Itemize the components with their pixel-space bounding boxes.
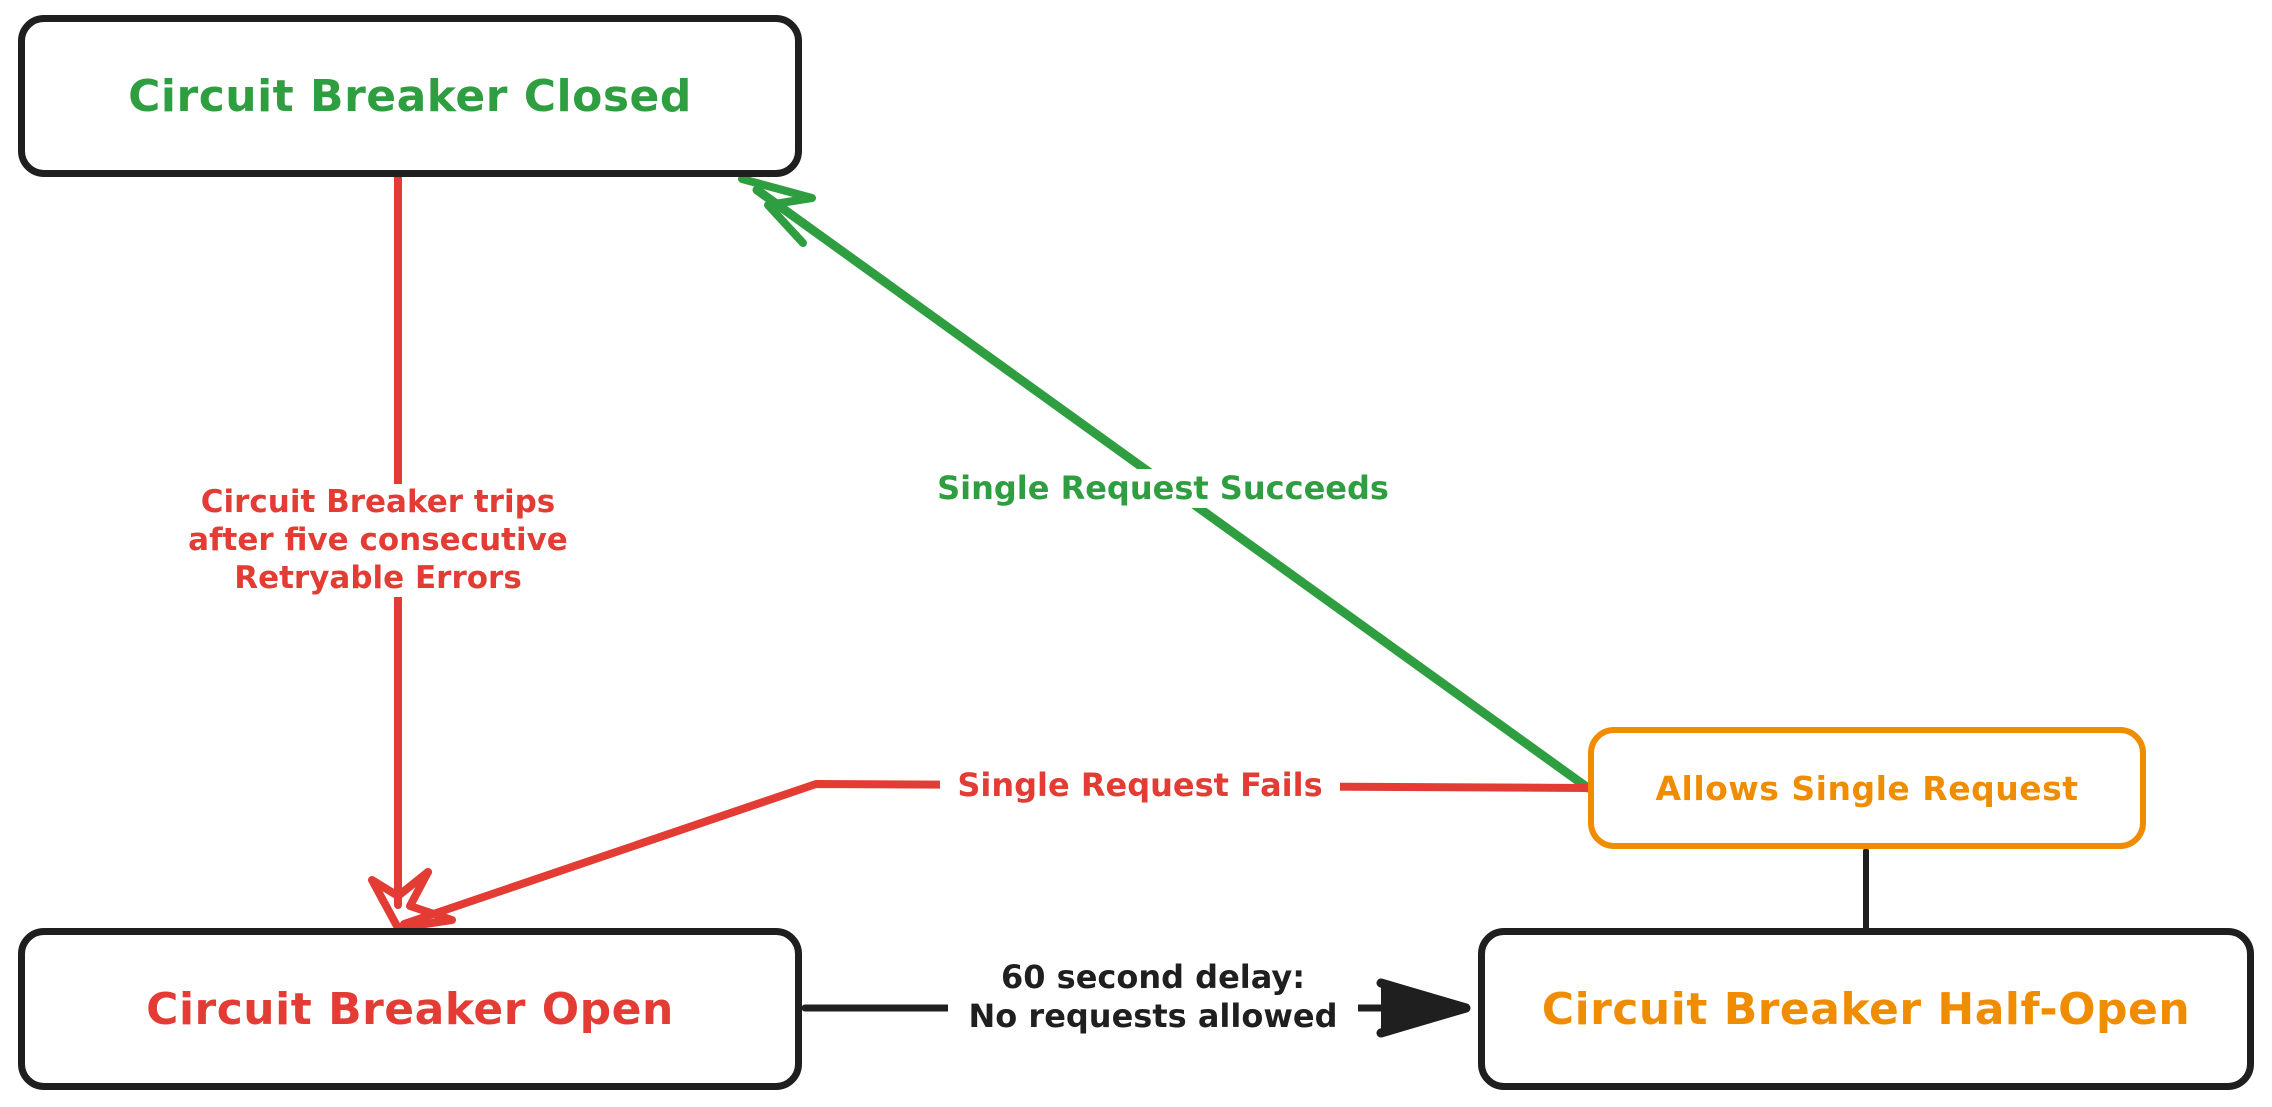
node-circuit-breaker-closed[interactable]: Circuit Breaker Closed (18, 15, 802, 177)
edge-label-line: No requests allowed (968, 997, 1338, 1036)
node-circuit-breaker-half-open[interactable]: Circuit Breaker Half-Open (1478, 928, 2254, 1090)
node-circuit-breaker-open[interactable]: Circuit Breaker Open (18, 928, 802, 1090)
edge-label-closed-to-open: Circuit Breaker trips after five consecu… (178, 484, 578, 598)
edge-label-line: Circuit Breaker trips (200, 484, 556, 520)
edge-label-line: Single Request Succeeds (937, 469, 1389, 507)
node-allows-single-request[interactable]: Allows Single Request (1588, 727, 2146, 849)
node-label-circuit-breaker-closed: Circuit Breaker Closed (128, 70, 692, 122)
edge-label-line: 60 second delay: (1000, 958, 1306, 996)
edge-label-open-to-half-open: 60 second delay: No requests allowed (948, 958, 1358, 1037)
node-label-allows-single-request: Allows Single Request (1655, 768, 2079, 808)
node-label-circuit-breaker-open: Circuit Breaker Open (146, 983, 674, 1035)
edge-label-line: after five consecutive (188, 521, 568, 558)
edge-label-allows-to-closed: Single Request Succeeds (918, 469, 1408, 509)
edge-label-line: Single Request Fails (957, 766, 1323, 804)
node-label-circuit-breaker-half-open: Circuit Breaker Half-Open (1541, 983, 2191, 1035)
edge-label-allows-to-open: Single Request Fails (940, 766, 1340, 806)
edge-label-line: Retryable Errors (234, 559, 522, 596)
edge-allows-to-open (394, 780, 1592, 932)
